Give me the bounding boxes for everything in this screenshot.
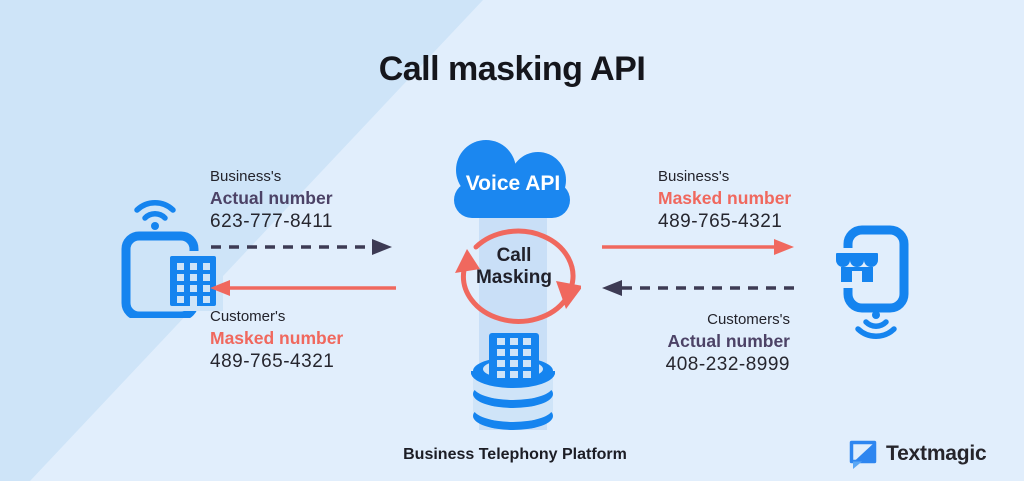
voice-api-cloud-icon bbox=[454, 140, 570, 218]
cycle-arrows-icon bbox=[455, 228, 581, 324]
wifi-icon bbox=[134, 200, 176, 230]
owner-text: Customers's bbox=[707, 311, 790, 328]
phone-number-text: 489-765-4321 bbox=[210, 351, 335, 373]
call-masking-line2: Masking bbox=[475, 267, 553, 289]
owner-text: Customer's bbox=[210, 308, 286, 325]
number-kind-text: Masked number bbox=[210, 328, 344, 349]
business-phone-icon bbox=[121, 200, 223, 318]
platform-building-icon bbox=[489, 333, 539, 380]
dashed-arrow-right-icon bbox=[211, 239, 392, 255]
platform-caption: Business Telephony Platform bbox=[403, 446, 627, 463]
phone-number-text: 489-765-4321 bbox=[658, 211, 783, 233]
business-masked-number-label: Business's Masked number 489-765-4321 bbox=[658, 168, 791, 233]
page-title: Call masking API bbox=[378, 50, 646, 88]
number-kind-text: Masked number bbox=[658, 188, 792, 209]
customer-actual-number-label: Customers's Actual number 408-232-8999 bbox=[666, 311, 790, 376]
owner-text: Business's bbox=[210, 168, 282, 185]
phone-number-text: 408-232-8999 bbox=[665, 354, 790, 376]
wifi-up-icon bbox=[855, 311, 897, 339]
number-kind-text: Actual number bbox=[667, 331, 790, 352]
textmagic-logo-icon bbox=[849, 440, 877, 469]
solid-arrow-right-icon bbox=[602, 239, 794, 255]
brand-name: Textmagic bbox=[886, 442, 987, 465]
number-kind-text: Actual number bbox=[210, 188, 333, 209]
solid-arrow-left-icon bbox=[210, 280, 396, 296]
storefront-icon bbox=[836, 253, 878, 282]
office-building-icon bbox=[170, 256, 216, 306]
business-actual-number-label: Business's Actual number 623-777-8411 bbox=[210, 168, 333, 233]
call-masking-line1: Call bbox=[496, 245, 532, 266]
phone-number-text: 623-777-8411 bbox=[210, 211, 333, 233]
voice-api-label: Voice API bbox=[465, 172, 561, 195]
dashed-arrow-left-icon bbox=[602, 280, 794, 296]
disc-front-rim bbox=[471, 370, 555, 388]
customer-phone-icon bbox=[832, 225, 909, 339]
brand-logo: Textmagic bbox=[848, 439, 987, 469]
owner-text: Business's bbox=[658, 168, 730, 185]
call-masking-label: Call Masking bbox=[455, 245, 573, 290]
customer-masked-number-label: Customer's Masked number 489-765-4321 bbox=[210, 308, 343, 373]
